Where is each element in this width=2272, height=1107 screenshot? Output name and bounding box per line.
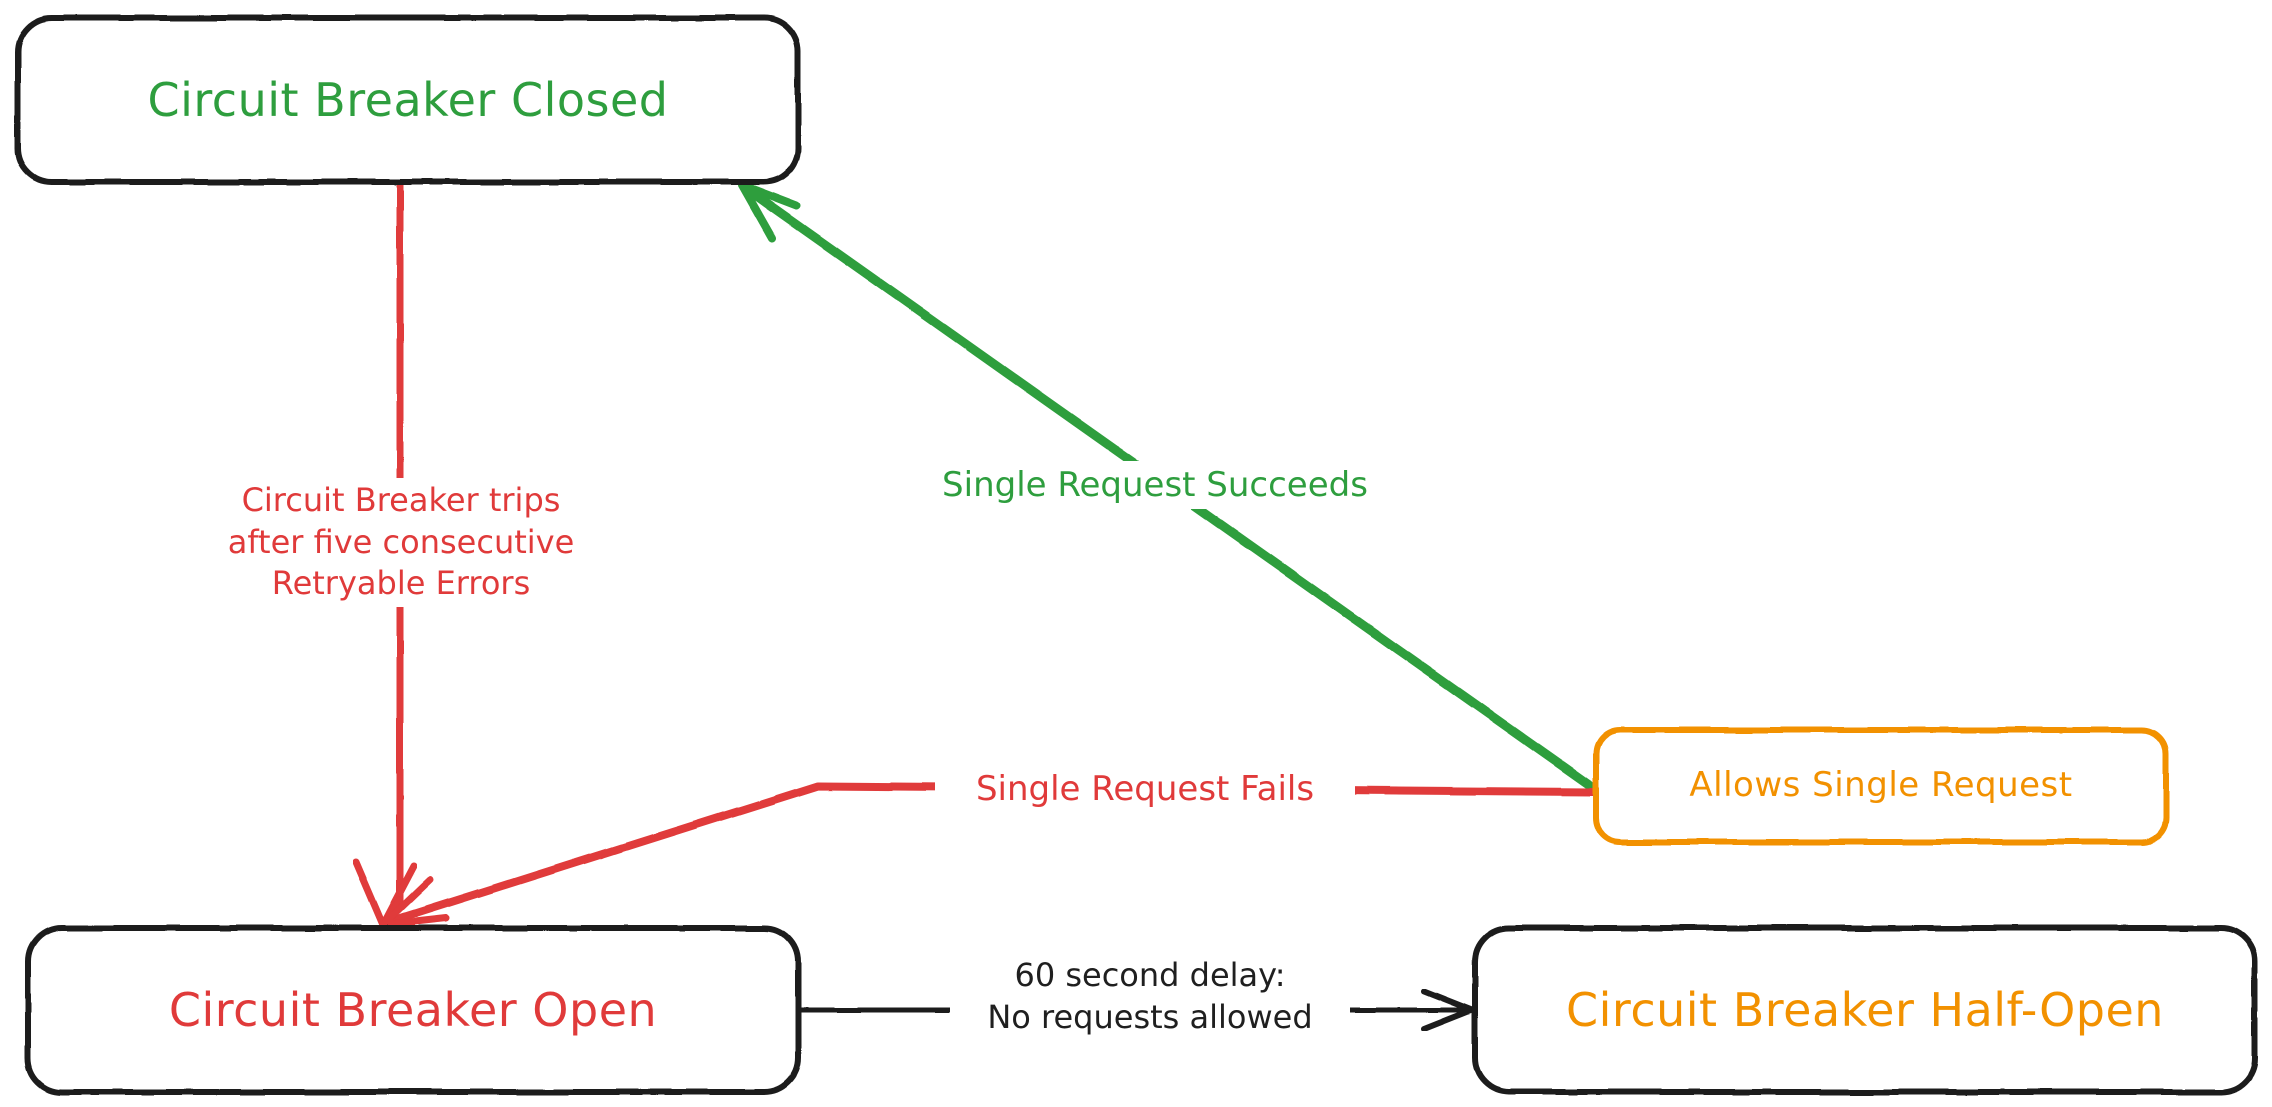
node-allows-label: Allows Single Request bbox=[1689, 765, 2073, 806]
fails-line: Single Request Fails bbox=[975, 769, 1315, 809]
edge-label-single-request-fails: Single Request Fails bbox=[935, 765, 1355, 814]
node-half-open-label: Circuit Breaker Half-Open bbox=[1566, 982, 2164, 1037]
delay-line-1: 60 second delay: bbox=[1014, 956, 1286, 994]
edge-label-circuit-breaker-trips: Circuit Breaker trips after five consecu… bbox=[176, 478, 626, 607]
trips-line-1: Circuit Breaker trips bbox=[241, 481, 561, 519]
node-border-open[interactable] bbox=[25, 925, 801, 1095]
node-allows-single-request[interactable]: Allows Single Request bbox=[1596, 730, 2166, 842]
node-half-open[interactable]: Circuit Breaker Half-Open bbox=[1475, 928, 2255, 1092]
succeeds-line: Single Request Succeeds bbox=[942, 465, 1368, 505]
delay-line-2: No requests allowed bbox=[987, 997, 1313, 1036]
node-open[interactable]: Circuit Breaker Open bbox=[28, 928, 798, 1092]
trips-line-3: Retryable Errors bbox=[271, 564, 531, 603]
node-closed-label: Circuit Breaker Closed bbox=[147, 72, 669, 127]
node-closed[interactable]: Circuit Breaker Closed bbox=[18, 18, 798, 182]
trips-line-2: after five consecutive bbox=[227, 522, 575, 561]
edge-label-single-request-succeeds: Single Request Succeeds bbox=[910, 461, 1400, 510]
edge-label-60-second-delay: 60 second delay: No requests allowed bbox=[950, 953, 1350, 1041]
node-border-allows[interactable] bbox=[1593, 727, 2169, 845]
node-border-halfopen[interactable] bbox=[1472, 925, 2258, 1095]
node-border-closed[interactable] bbox=[15, 15, 801, 185]
edge-open-to-halfopen[interactable] bbox=[797, 988, 1475, 1032]
node-open-label: Circuit Breaker Open bbox=[168, 982, 658, 1037]
